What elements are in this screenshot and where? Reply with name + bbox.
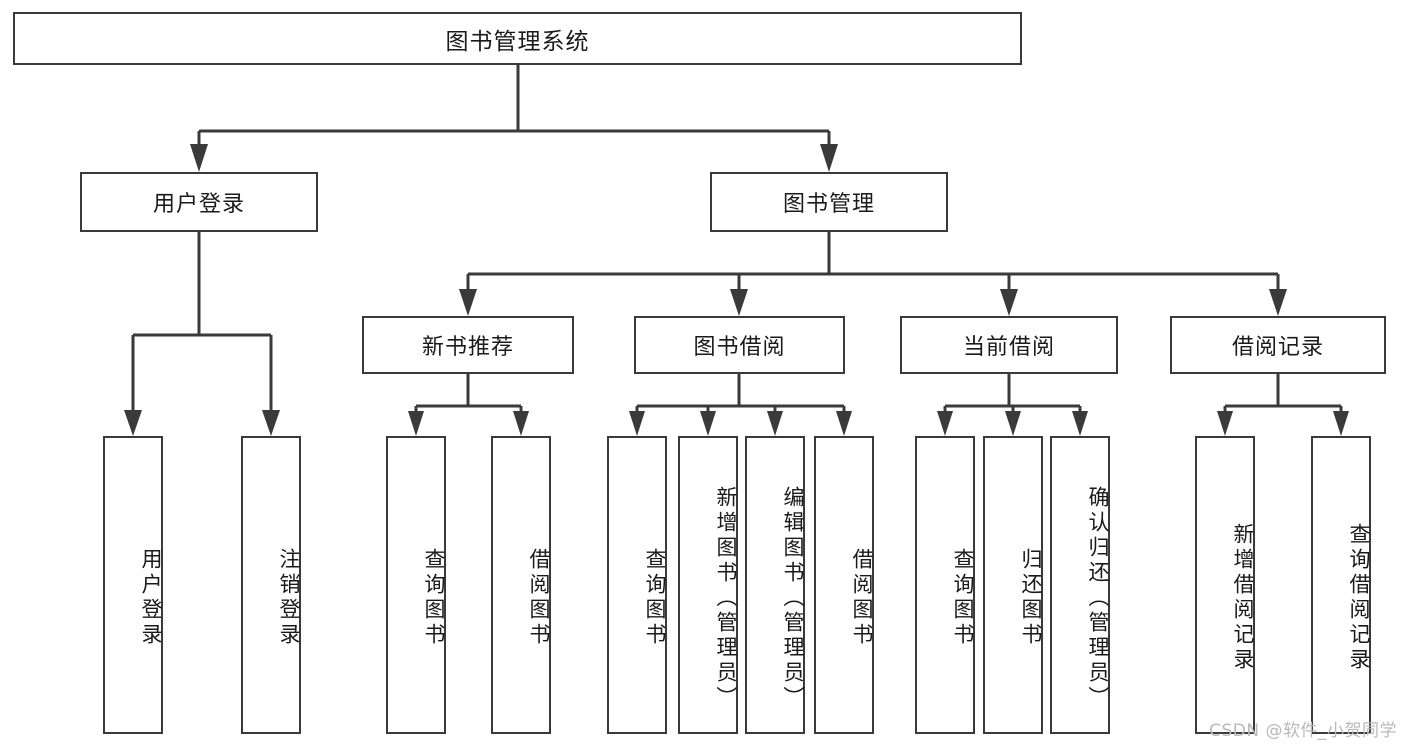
node-label: 查询图书 <box>643 548 667 648</box>
leaf-borrow-book-new[interactable]: 借阅图书 <box>491 436 551 734</box>
leaf-user-logout[interactable]: 注销登录 <box>241 436 301 734</box>
leaf-edit-book-admin[interactable]: 编辑图书（管理员） <box>745 436 805 734</box>
node-book-management[interactable]: 图书管理 <box>710 172 948 232</box>
leaf-query-book-current[interactable]: 查询图书 <box>915 436 975 734</box>
leaf-query-borrow-record[interactable]: 查询借阅记录 <box>1311 436 1371 734</box>
node-label: 归还图书 <box>1019 548 1043 648</box>
node-label: 借阅图书 <box>527 548 551 648</box>
leaf-user-login[interactable]: 用户登录 <box>103 436 163 734</box>
node-label: 新增借阅记录 <box>1231 523 1255 673</box>
node-label: 用户登录 <box>139 548 163 648</box>
leaf-confirm-return-admin[interactable]: 确认归还（管理员） <box>1050 436 1110 734</box>
node-label: 编辑图书（管理员） <box>781 485 805 711</box>
node-current-borrow[interactable]: 当前借阅 <box>900 316 1118 374</box>
leaf-query-book-new[interactable]: 查询图书 <box>386 436 446 734</box>
node-label: 注销登录 <box>277 548 301 648</box>
leaf-query-book-borrow[interactable]: 查询图书 <box>607 436 667 734</box>
leaf-add-borrow-record[interactable]: 新增借阅记录 <box>1195 436 1255 734</box>
node-label: 新书推荐 <box>421 335 514 360</box>
node-label: 确认归还（管理员） <box>1086 485 1110 711</box>
node-label: 查询借阅记录 <box>1347 523 1371 673</box>
node-label: 查询图书 <box>951 548 975 648</box>
node-root-system[interactable]: 图书管理系统 <box>13 12 1022 65</box>
node-label: 借阅记录 <box>1231 335 1324 360</box>
watermark-text: CSDN @软件_小贺同学 <box>1209 721 1397 741</box>
node-label: 图书管理 <box>782 192 875 217</box>
node-label: 图书借阅 <box>693 335 786 360</box>
node-borrow-record[interactable]: 借阅记录 <box>1170 316 1386 374</box>
leaf-return-book[interactable]: 归还图书 <box>983 436 1043 734</box>
node-user-login[interactable]: 用户登录 <box>80 172 318 232</box>
node-label: 用户登录 <box>152 192 245 217</box>
node-book-borrow[interactable]: 图书借阅 <box>634 316 845 374</box>
leaf-add-book-admin[interactable]: 新增图书（管理员） <box>678 436 738 734</box>
node-label: 图书管理系统 <box>445 28 590 55</box>
node-label: 借阅图书 <box>850 548 874 648</box>
node-label: 当前借阅 <box>962 335 1055 360</box>
leaf-borrow-book[interactable]: 借阅图书 <box>814 436 874 734</box>
node-label: 查询图书 <box>422 548 446 648</box>
node-new-book-recommend[interactable]: 新书推荐 <box>362 316 574 374</box>
node-label: 新增图书（管理员） <box>714 485 738 711</box>
